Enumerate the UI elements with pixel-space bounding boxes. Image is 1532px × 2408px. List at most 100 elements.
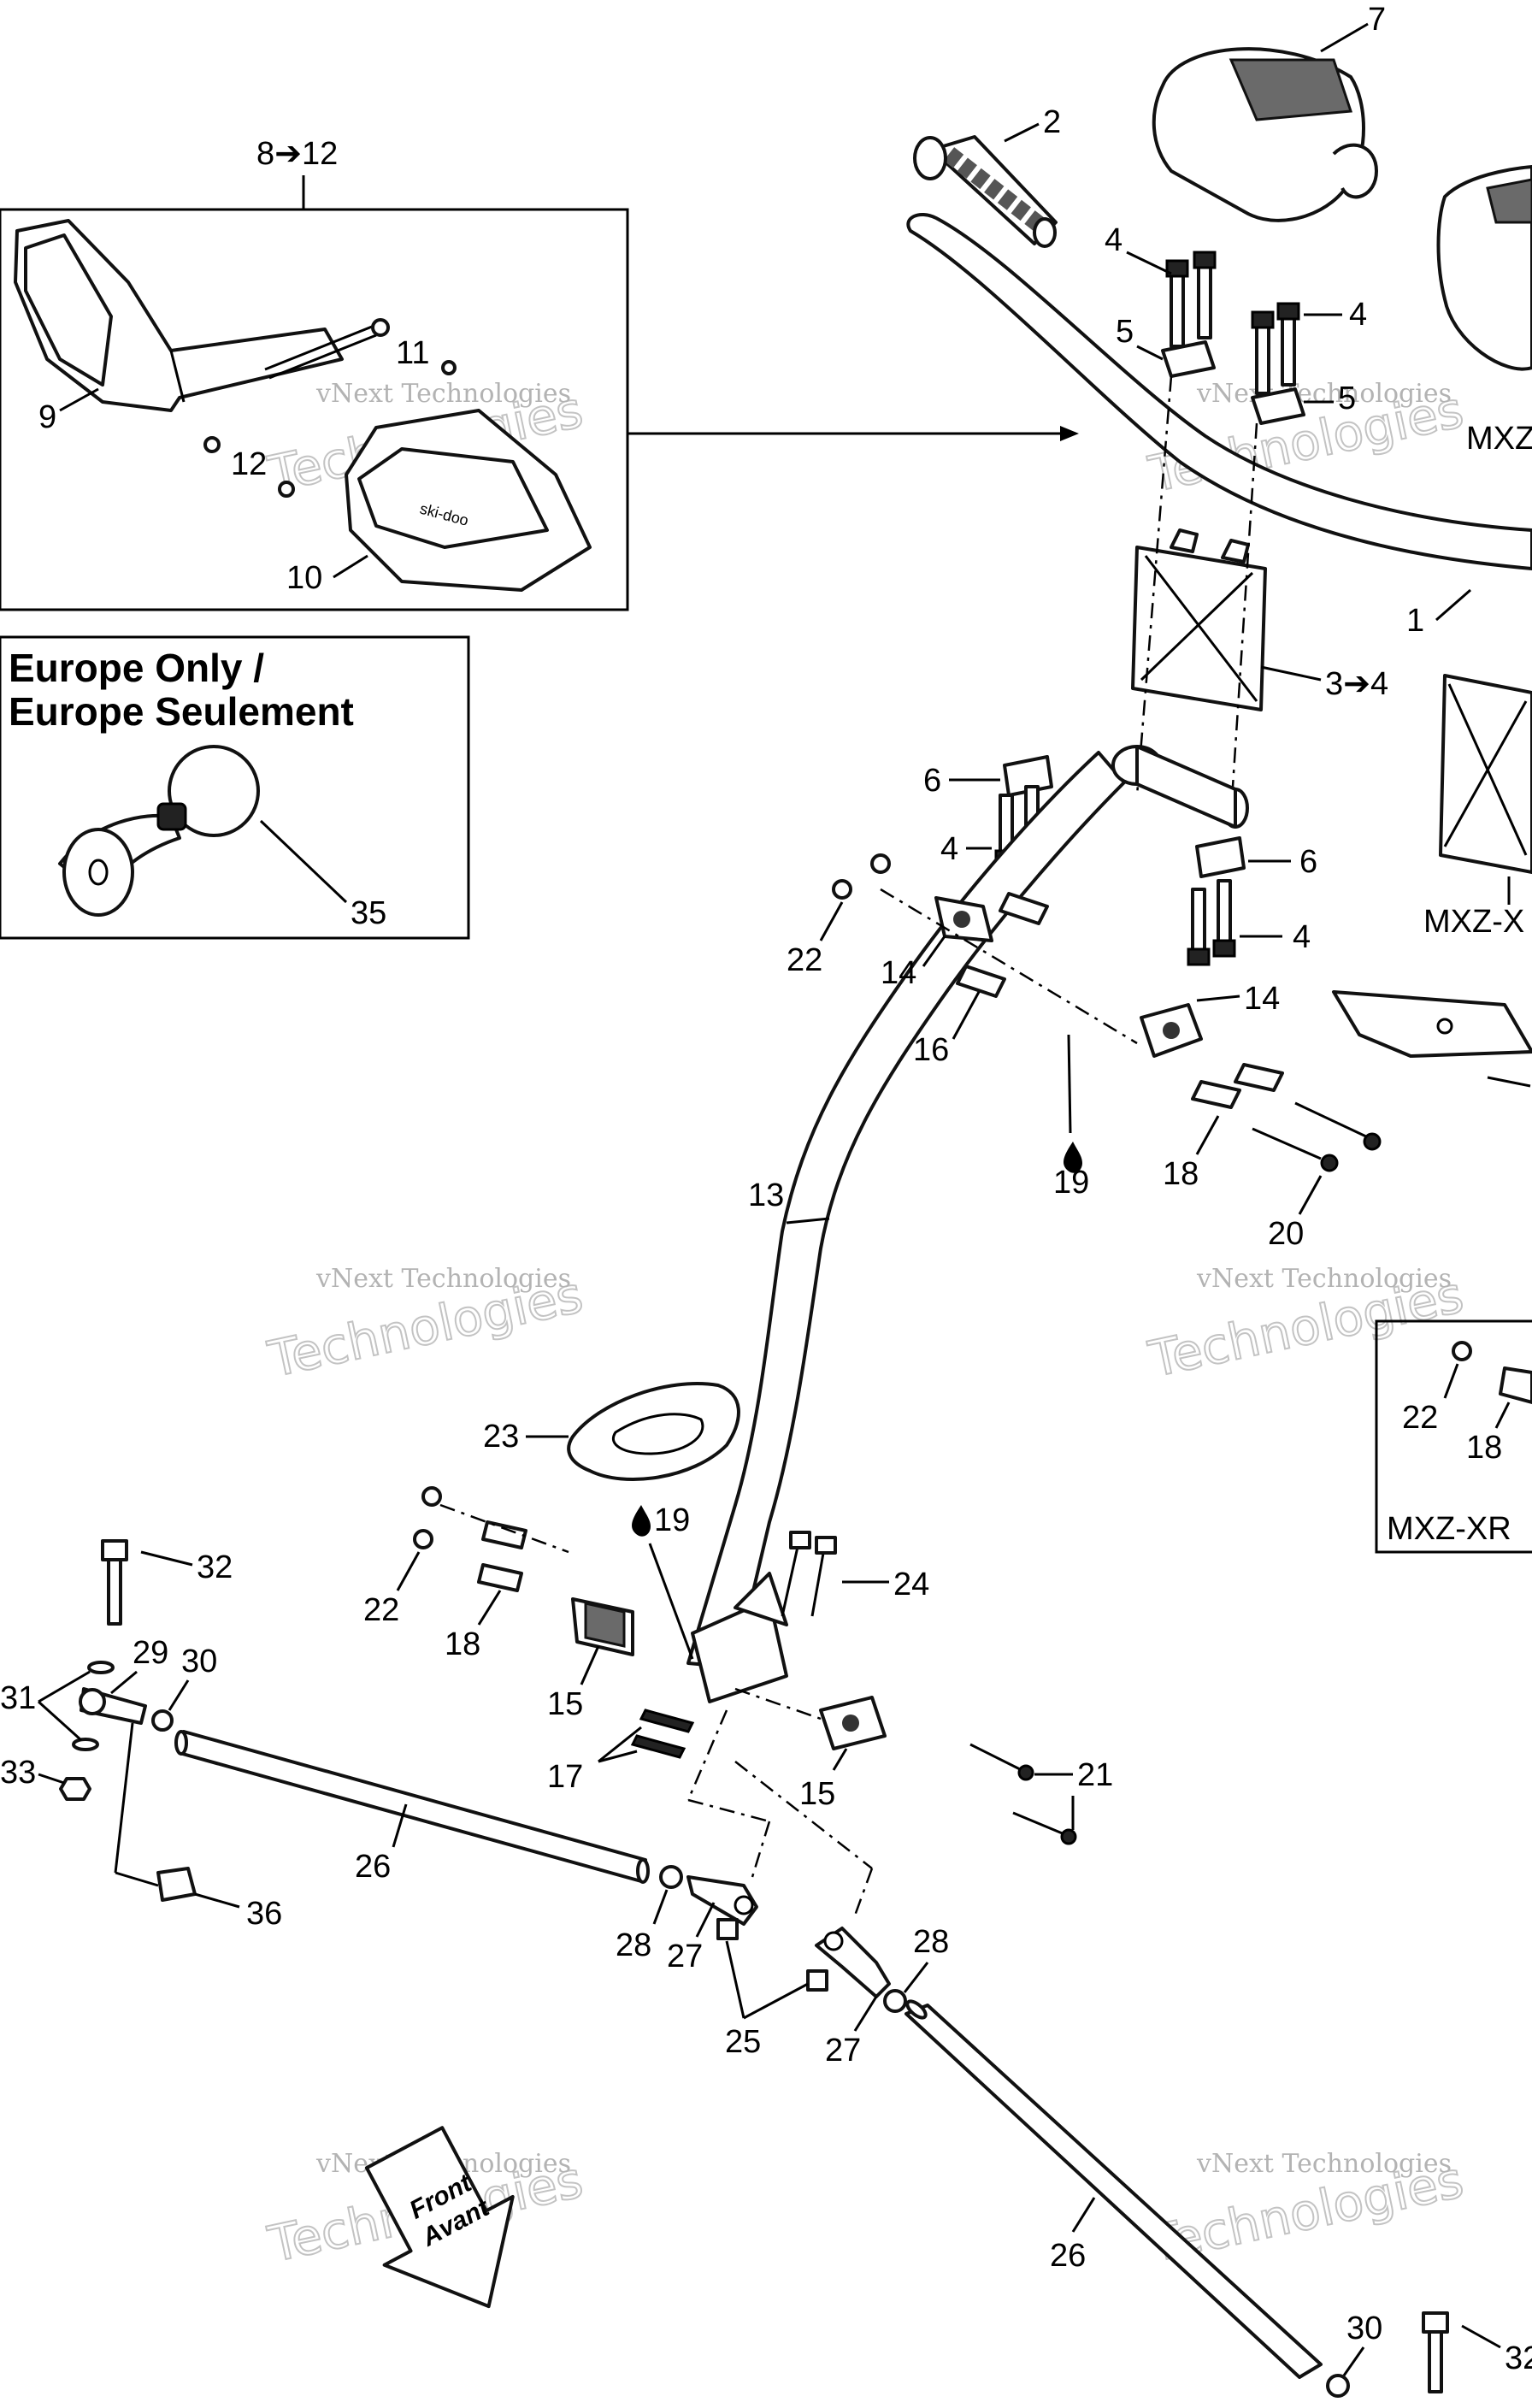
callout-6b: 6 xyxy=(1299,844,1317,880)
callout-31: 31 xyxy=(0,1680,36,1716)
boot-part-36 xyxy=(156,1867,197,1902)
callout-6a: 6 xyxy=(923,763,941,799)
callout-17: 17 xyxy=(547,1759,583,1795)
europe-title-line1: Europe Only / xyxy=(9,646,264,690)
jam-nut-part-30-right xyxy=(1326,2374,1350,2398)
svg-text:vNext Technologies: vNext Technologies xyxy=(1196,2149,1452,2179)
europe-title-line2: Europe Seulement xyxy=(9,689,354,734)
callout-15a: 15 xyxy=(547,1686,583,1722)
callout-28b: 28 xyxy=(913,1924,949,1960)
lower-bushing-part-15-right xyxy=(819,1696,887,1750)
nut-part-22-lower xyxy=(413,1486,442,1549)
callout-22c: 22 xyxy=(1402,1400,1438,1436)
handlebar-pad-variant xyxy=(1436,165,1532,371)
callout-22b: 22 xyxy=(363,1592,399,1628)
callout-35: 35 xyxy=(351,895,386,931)
handguard-part-9 xyxy=(14,219,344,412)
callout-18c: 18 xyxy=(1466,1430,1502,1466)
handguard-inset: 8➔12 9 ski-doo 10 11 xyxy=(0,136,1079,611)
handlebar-pad-part-7 xyxy=(1152,47,1378,222)
shim-part-17 xyxy=(630,1709,695,1759)
arrow-head xyxy=(1060,426,1079,441)
callout-9: 9 xyxy=(38,399,56,435)
svg-text:vNext Technologies: vNext Technologies xyxy=(315,1264,571,1294)
callout-15b: 15 xyxy=(799,1776,835,1812)
horn-part-35 xyxy=(58,745,260,917)
watermark-4: vNext Technologies Technologies xyxy=(1143,1264,1470,1390)
nut-part-33 xyxy=(59,1777,91,1801)
nut-part-12 xyxy=(203,436,295,498)
callout-18b: 18 xyxy=(445,1626,480,1662)
callout-4d: 4 xyxy=(1293,919,1311,955)
spacer-part-18-upper xyxy=(1191,1063,1284,1109)
lower-clamp-part-6-right xyxy=(1187,836,1246,966)
callout-18a: 18 xyxy=(1163,1156,1199,1192)
nut-part-22-upper xyxy=(832,853,891,900)
callout-10: 10 xyxy=(286,560,322,596)
svg-text:vNext Technologies: vNext Technologies xyxy=(1196,379,1452,409)
upper-clamp-part-5-right xyxy=(1251,302,1305,425)
bolt-part-21 xyxy=(969,1743,1077,1845)
europe-only-inset: Europe Only / Europe Seulement 35 xyxy=(0,635,470,940)
callout-32a: 32 xyxy=(197,1549,233,1585)
ball-joint-part-29 xyxy=(79,1687,147,1725)
callout-5a: 5 xyxy=(1116,314,1134,350)
variant-label-mxz: MXZ xyxy=(1466,421,1532,457)
callout-11: 11 xyxy=(396,335,429,371)
insert-part-16 xyxy=(956,892,1049,998)
callout-16: 16 xyxy=(913,1032,949,1068)
tie-rod-end-part-27-right xyxy=(815,1927,891,1998)
cover-part-23 xyxy=(567,1382,740,1481)
callout-19b: 19 xyxy=(654,1502,690,1538)
bolt-part-32-right xyxy=(1422,2311,1449,2393)
callout-13: 13 xyxy=(748,1177,784,1213)
bolt-part-20 xyxy=(1252,1101,1382,1172)
jam-nut-part-30-left xyxy=(151,1709,174,1732)
callout-7: 7 xyxy=(1368,2,1386,38)
grease-drop-icon-lower xyxy=(632,1505,651,1537)
callout-1: 1 xyxy=(1406,603,1424,639)
spacer-part-25 xyxy=(716,1918,828,1992)
callout-4b: 4 xyxy=(1349,297,1367,333)
callout-28a: 28 xyxy=(616,1927,651,1963)
upper-clamp-part-5-left xyxy=(1161,251,1217,378)
handlebar-part-1 xyxy=(906,213,1532,570)
callout-21: 21 xyxy=(1077,1757,1113,1793)
callout-2: 2 xyxy=(1043,104,1061,140)
variant-label-mxz-x: MXZ-X xyxy=(1423,904,1524,940)
svg-text:vNext Technologies: vNext Technologies xyxy=(1196,1264,1452,1294)
grease-drop-icon xyxy=(1064,1142,1082,1173)
riser-variant-mxz-x xyxy=(1439,674,1532,874)
callout-14a: 14 xyxy=(881,955,916,991)
washer-part-31 xyxy=(72,1661,115,1751)
callout-19a: 19 xyxy=(1053,1165,1089,1201)
callout-30a: 30 xyxy=(181,1644,217,1679)
mxz-xrs-inset: 22 18 MXZ-XR xyxy=(1375,1319,1532,1554)
callout-25: 25 xyxy=(725,2024,761,2060)
callout-24: 24 xyxy=(893,1567,929,1602)
callout-27a: 27 xyxy=(667,1939,703,1974)
lower-bushing-part-15-left xyxy=(571,1597,634,1656)
inset-frame xyxy=(0,208,629,611)
callout-29: 29 xyxy=(133,1635,168,1671)
callout-30b: 30 xyxy=(1346,2311,1382,2346)
callout-8-12: 8➔12 xyxy=(256,136,338,172)
watermark-3: vNext Technologies Technologies xyxy=(262,1264,589,1390)
callout-32b: 32 xyxy=(1505,2340,1532,2376)
tie-rod-part-26-left xyxy=(174,1730,650,1884)
callout-27b: 27 xyxy=(825,2033,861,2069)
europe-frame xyxy=(0,635,470,940)
upper-bushing-part-14-right xyxy=(1140,1003,1203,1058)
callout-23: 23 xyxy=(483,1419,519,1455)
steering-column-part-13 xyxy=(686,745,1249,1703)
callout-12: 12 xyxy=(231,446,267,482)
callout-20: 20 xyxy=(1268,1216,1304,1252)
jam-nut-part-28-right xyxy=(883,1989,907,2013)
upper-bushing-part-14-left xyxy=(934,896,993,942)
spacer-part-18-lower xyxy=(477,1520,527,1592)
callout-14b: 14 xyxy=(1244,981,1280,1017)
callout-4a: 4 xyxy=(1105,222,1122,258)
callout-5b: 5 xyxy=(1338,381,1356,416)
bolt-part-24 xyxy=(781,1531,837,1617)
